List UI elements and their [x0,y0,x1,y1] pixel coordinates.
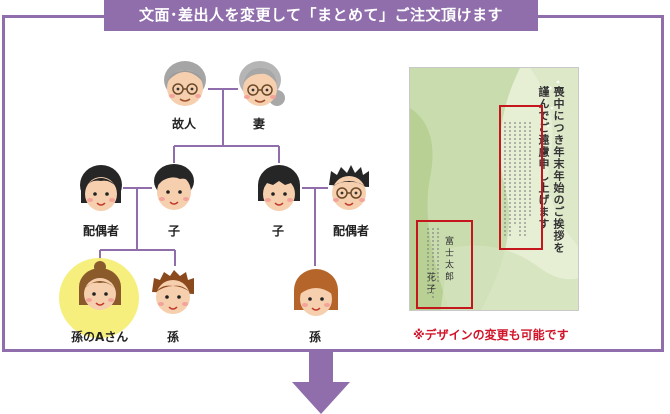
card-background [410,68,578,310]
grandmother-label: 妻 [253,117,266,131]
grandchild-a-label: 孫のAさん [71,330,129,344]
grandfather-label: 故人 [172,117,197,131]
spouse-right-avatar [329,165,369,210]
child-right-avatar [258,165,300,211]
grandmother-avatar [239,61,285,106]
grandchild-a-avatar [79,261,121,310]
design-change-note: ※デザインの変更も可能です [413,328,569,342]
card-preview: 喪中につき年末年始のご挨拶を 謹んでご遠慮申し上げます 富 士 太 郎 花 子 [409,67,579,311]
card-body-highlight [499,105,543,250]
card-sender-name-1: 富 士 太 郎 [443,236,453,281]
grandchild-left-label: 孫 [167,330,180,344]
grandchild-left-avatar [152,270,194,314]
grandfather-avatar [164,61,206,106]
card-sender-highlight [416,220,473,309]
card-sender-address [427,228,439,300]
spouse-left-label: 配偶者 [83,224,120,238]
child-right-label: 子 [272,224,285,238]
card-sender-name-2: 花 子 [425,272,435,293]
child-left-label: 子 [168,224,181,238]
grandchild-right-label: 孫 [309,330,322,344]
child-left-avatar [154,164,194,210]
grandchild-right-avatar [294,269,338,316]
card-headline: 喪中につき年末年始のご挨拶を 謹んでご遠慮申し上げます [537,86,565,254]
down-arrow-icon [292,352,350,414]
spouse-left-avatar [80,165,122,211]
panel-header: 文面･差出人を変更して「まとめて」ご注文頂けます [104,0,538,31]
spouse-right-label: 配偶者 [333,224,370,238]
